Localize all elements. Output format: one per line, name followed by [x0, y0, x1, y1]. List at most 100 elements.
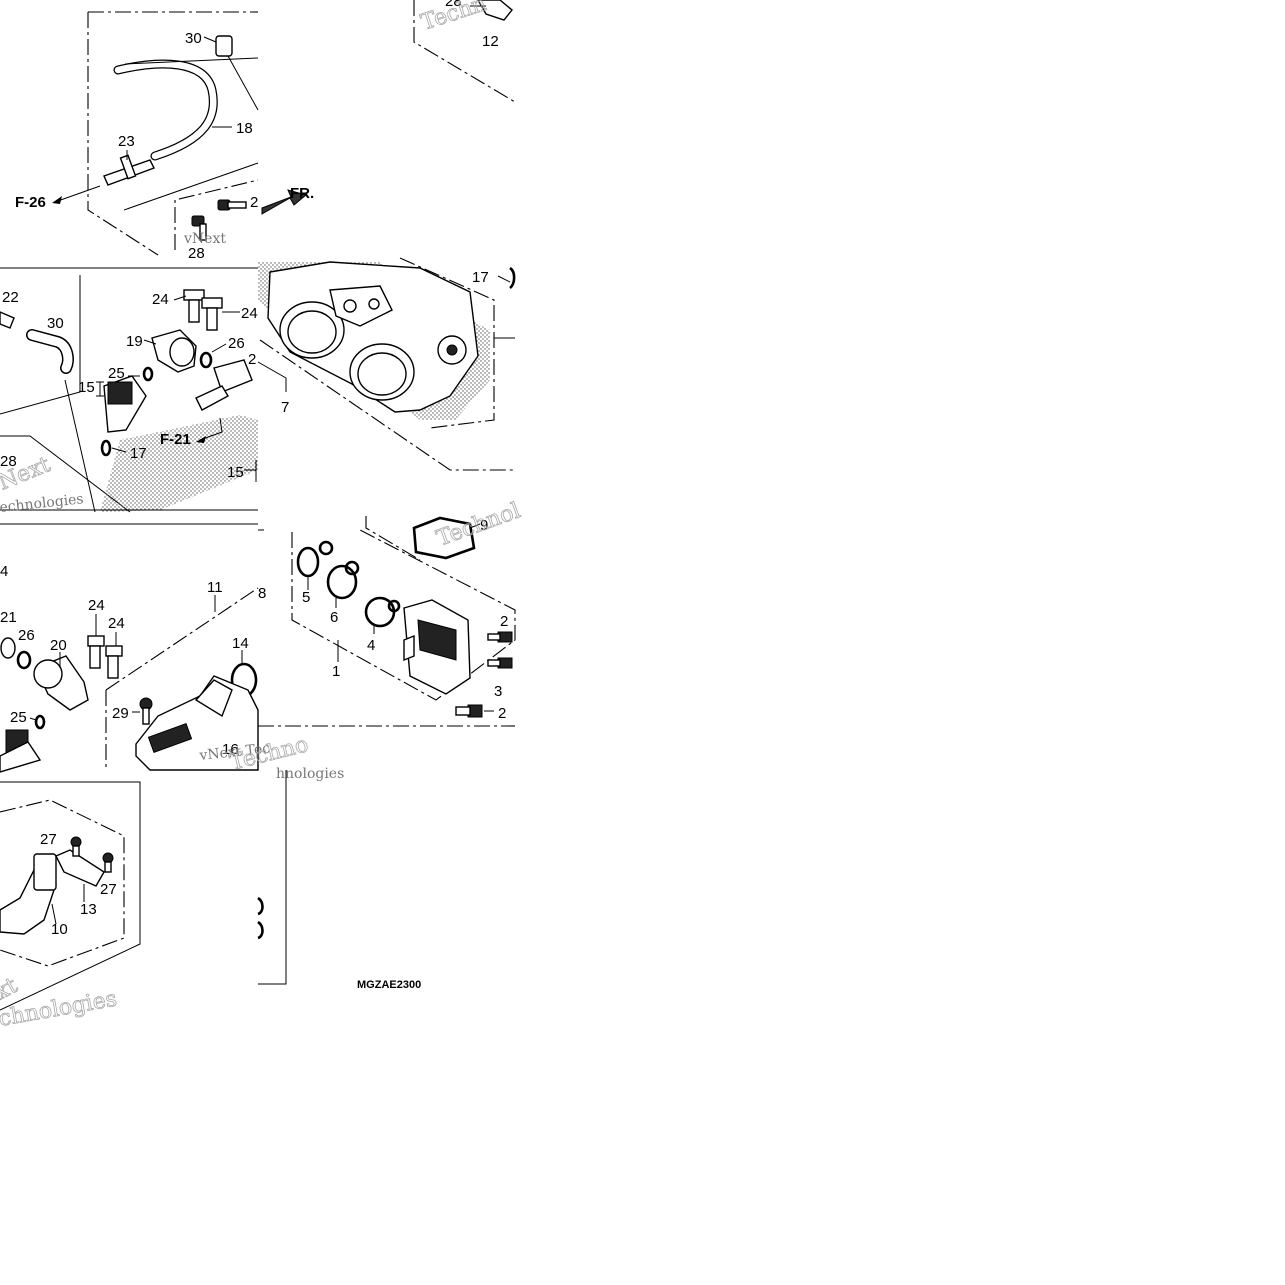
injector-nozzle	[195, 385, 229, 411]
ref-arrow-line	[54, 185, 101, 203]
watermark-text: Technol	[434, 498, 524, 551]
bolt-head	[87, 635, 105, 647]
screw-shank	[487, 659, 501, 667]
sensor-connector	[33, 853, 57, 891]
callout-15: 15	[227, 464, 244, 481]
callout-6: 6	[330, 609, 338, 626]
callout-14: 14	[232, 635, 249, 652]
frame-line	[0, 275, 81, 415]
hose-end	[0, 311, 15, 329]
o-ring	[257, 920, 264, 940]
watermark-text: xt	[0, 973, 22, 1005]
leader-line	[51, 903, 57, 925]
frame-line	[64, 379, 96, 513]
leader-line	[227, 55, 259, 111]
o-ring	[34, 714, 46, 730]
callout-5: 5	[302, 589, 310, 606]
screw-shank	[104, 861, 112, 873]
callout-2: 2	[498, 705, 506, 722]
bolt-shank	[89, 645, 101, 669]
joint-hose-inner	[27, 330, 73, 373]
o-ring	[142, 366, 154, 382]
drawing-code: MGZAE2300	[357, 979, 421, 991]
tile-top-right: 28 12 Techn	[413, 0, 516, 103]
callout-26: 26	[228, 335, 245, 352]
injector-ring	[0, 637, 16, 659]
breather-hose-inner	[114, 60, 217, 160]
ref-arrow-head	[52, 196, 62, 204]
module-side	[403, 634, 415, 662]
pulley-hub	[446, 344, 458, 356]
callout-9: 9	[480, 517, 488, 534]
o-ring	[16, 650, 32, 670]
pipe-collar	[119, 154, 137, 180]
callout-29: 29	[112, 705, 129, 722]
leader-line	[211, 343, 227, 353]
ref-arrow-head	[196, 436, 206, 443]
callout-28: 28	[188, 245, 205, 262]
callout-17: 17	[130, 445, 147, 462]
tile-map-sensor: 27 27 13 10 xt chnologies	[0, 781, 141, 1032]
callout-2: 2	[248, 351, 256, 368]
module-connector	[417, 619, 457, 661]
callout-28: 28	[445, 0, 462, 10]
bolt-shank	[107, 655, 119, 679]
tile-sensor-unit: 9 5 6 4 1 2 3 2 8 Technol hnologies	[258, 498, 524, 782]
bracket-leader	[244, 460, 257, 482]
callout-13: 13	[80, 901, 97, 918]
gasket	[412, 516, 476, 560]
callout-19: 19	[126, 333, 143, 350]
tile-injector-upper: 22 30 24 24 19 26 25 15 17 F-21 28 Next …	[0, 267, 258, 516]
tile-throttle-body: 2 7 17 15	[227, 257, 516, 482]
frame-line	[0, 781, 141, 1011]
callout-25: 25	[108, 365, 125, 382]
callout-26: 26	[18, 627, 35, 644]
seal-ring	[326, 564, 358, 600]
callout-4: 4	[0, 563, 8, 580]
callout-1: 1	[332, 663, 340, 680]
o-ring	[296, 546, 320, 578]
ref-arrow-line	[199, 417, 223, 441]
throttle-valve-left	[287, 310, 337, 354]
callout-24: 24	[88, 597, 105, 614]
leader-line	[143, 339, 157, 345]
callout-27: 27	[100, 881, 117, 898]
callout-16: 16	[222, 741, 239, 758]
front-direction-arrow	[261, 189, 308, 215]
bolt-shank	[199, 223, 207, 241]
casting-hole	[368, 298, 380, 310]
callout-12: 12	[482, 33, 499, 50]
casting-hole	[343, 299, 357, 313]
group-boundary	[259, 339, 515, 471]
callout-8: 8	[258, 585, 266, 602]
callout-2: 2	[500, 613, 508, 630]
ref-f21: F-21	[160, 431, 191, 448]
body-casting	[329, 285, 393, 327]
ref-f26: F-26	[15, 194, 46, 211]
group-boundary	[105, 587, 259, 691]
callout-24: 24	[241, 305, 258, 322]
watermark-text: hnologies	[276, 766, 344, 782]
callout-21: 21	[0, 609, 17, 626]
group-boundary	[174, 179, 259, 250]
o-ring	[199, 351, 213, 369]
leader-line	[203, 36, 217, 43]
seal-ring-tab	[344, 560, 360, 576]
bolt-shank	[227, 201, 247, 209]
sensor-plate	[55, 849, 105, 887]
leader-line	[257, 361, 287, 392]
callout-18: 18	[236, 120, 253, 137]
seal-ring-tab	[387, 599, 401, 613]
callout-30: 30	[185, 30, 202, 47]
frame-line	[0, 435, 131, 513]
leader-line	[111, 447, 127, 453]
screw-shank	[487, 633, 501, 641]
watermark-text: echnologies	[0, 491, 84, 516]
component-fragment	[477, 0, 513, 21]
fuel-injector	[213, 359, 253, 393]
bolt-shank	[206, 307, 218, 331]
callout-10: 10	[51, 921, 68, 938]
bolt-head	[201, 297, 223, 309]
callout-22: 22	[2, 289, 19, 306]
